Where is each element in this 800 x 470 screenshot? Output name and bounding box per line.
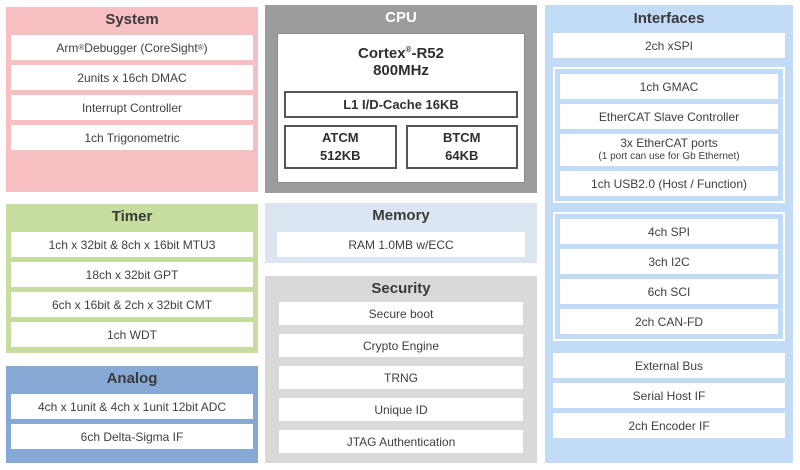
interfaces-ethernet-group: 1ch GMAC EtherCAT Slave Controller 3x Et… [553,67,785,203]
system-item-dmac: 2units x 16ch DMAC [11,65,253,90]
cpu-block: CPU Cortex®-R52 800MHz L1 I/D-Cache 16KB… [265,5,537,193]
interfaces-item-sci: 6ch SCI [560,279,778,304]
interfaces-item-usb: 1ch USB2.0 (Host / Function) [560,171,778,196]
analog-block: Analog 4ch x 1unit & 4ch x 1unit 12bit A… [6,366,258,463]
interfaces-item-canfd: 2ch CAN-FD [560,309,778,334]
timer-block: Timer 1ch x 32bit & 8ch x 16bit MTU3 18c… [6,204,258,353]
memory-block: Memory RAM 1.0MB w/ECC [265,203,537,263]
atcm-name: ATCM [321,130,359,146]
security-item-unique-id: Unique ID [279,398,523,421]
security-item-jtag-auth: JTAG Authentication [279,430,523,453]
interfaces-block: Interfaces 2ch xSPI 1ch GMAC EtherCAT Sl… [545,5,793,463]
cpu-tcm-row: ATCM 512KB BTCM 64KB [284,125,518,169]
security-item-trng: TRNG [279,366,523,389]
timer-item-wdt: 1ch WDT [11,322,253,347]
btcm-size: 64KB [445,148,479,163]
system-title: System [105,11,159,28]
system-item-trigonometric: 1ch Trigonometric [11,125,253,150]
memory-title: Memory [372,207,430,224]
timer-title: Timer [111,208,153,225]
interfaces-item-external-bus: External Bus [553,353,785,378]
interfaces-item-encoder: 2ch Encoder IF [553,413,785,438]
security-item-secure-boot: Secure boot [279,302,523,325]
timer-item-gpt: 18ch x 32bit GPT [11,262,253,287]
security-title: Security [371,280,431,297]
interfaces-item-ethercat-ports: 3x EtherCAT ports (1 port can use for Gb… [560,134,778,166]
cpu-core-panel: Cortex®-R52 800MHz L1 I/D-Cache 16KB ATC… [277,33,525,183]
memory-item-ram: RAM 1.0MB w/ECC [277,232,525,257]
interfaces-item-xspi: 2ch xSPI [553,33,785,58]
btcm-box: BTCM 64KB [405,125,518,169]
interfaces-item-serial-host: Serial Host IF [553,383,785,408]
timer-item-cmt: 6ch x 16bit & 2ch x 32bit CMT [11,292,253,317]
interfaces-serial-group: 4ch SPI 3ch I2C 6ch SCI 2ch CAN-FD [553,212,785,341]
cpu-core-clock: 800MHz [373,62,429,79]
interfaces-title: Interfaces [633,10,705,27]
system-block: System Arm® Debugger (CoreSight®) 2units… [6,7,258,192]
btcm-name: BTCM [442,130,481,146]
timer-item-mtu3: 1ch x 32bit & 8ch x 16bit MTU3 [11,232,253,257]
atcm-size: 512KB [320,148,361,163]
security-block: Security Secure boot Crypto Engine TRNG … [265,276,537,463]
interfaces-item-ethercat-ports-label: 3x EtherCAT ports [620,136,718,151]
system-item-interrupt-controller: Interrupt Controller [11,95,253,120]
cpu-title: CPU [385,9,417,26]
cpu-l1-cache-box: L1 I/D-Cache 16KB [284,91,518,118]
system-item-arm-debugger: Arm® Debugger (CoreSight®) [11,35,253,60]
interfaces-item-spi: 4ch SPI [560,219,778,244]
interfaces-bottom-group: External Bus Serial Host IF 2ch Encoder … [553,353,785,438]
cpu-core-name: Cortex®-R52 [358,45,444,62]
interfaces-item-ethercat-ports-note: (1 port can use for Gb Ethernet) [598,151,740,163]
analog-item-adc: 4ch x 1unit & 4ch x 1unit 12bit ADC [11,394,253,419]
analog-item-delta-sigma: 6ch Delta-Sigma IF [11,424,253,449]
atcm-box: ATCM 512KB [284,125,397,169]
interfaces-item-i2c: 3ch I2C [560,249,778,274]
interfaces-item-gmac: 1ch GMAC [560,74,778,99]
security-item-crypto-engine: Crypto Engine [279,334,523,357]
analog-title: Analog [106,370,158,387]
interfaces-item-ethercat-slave: EtherCAT Slave Controller [560,104,778,129]
